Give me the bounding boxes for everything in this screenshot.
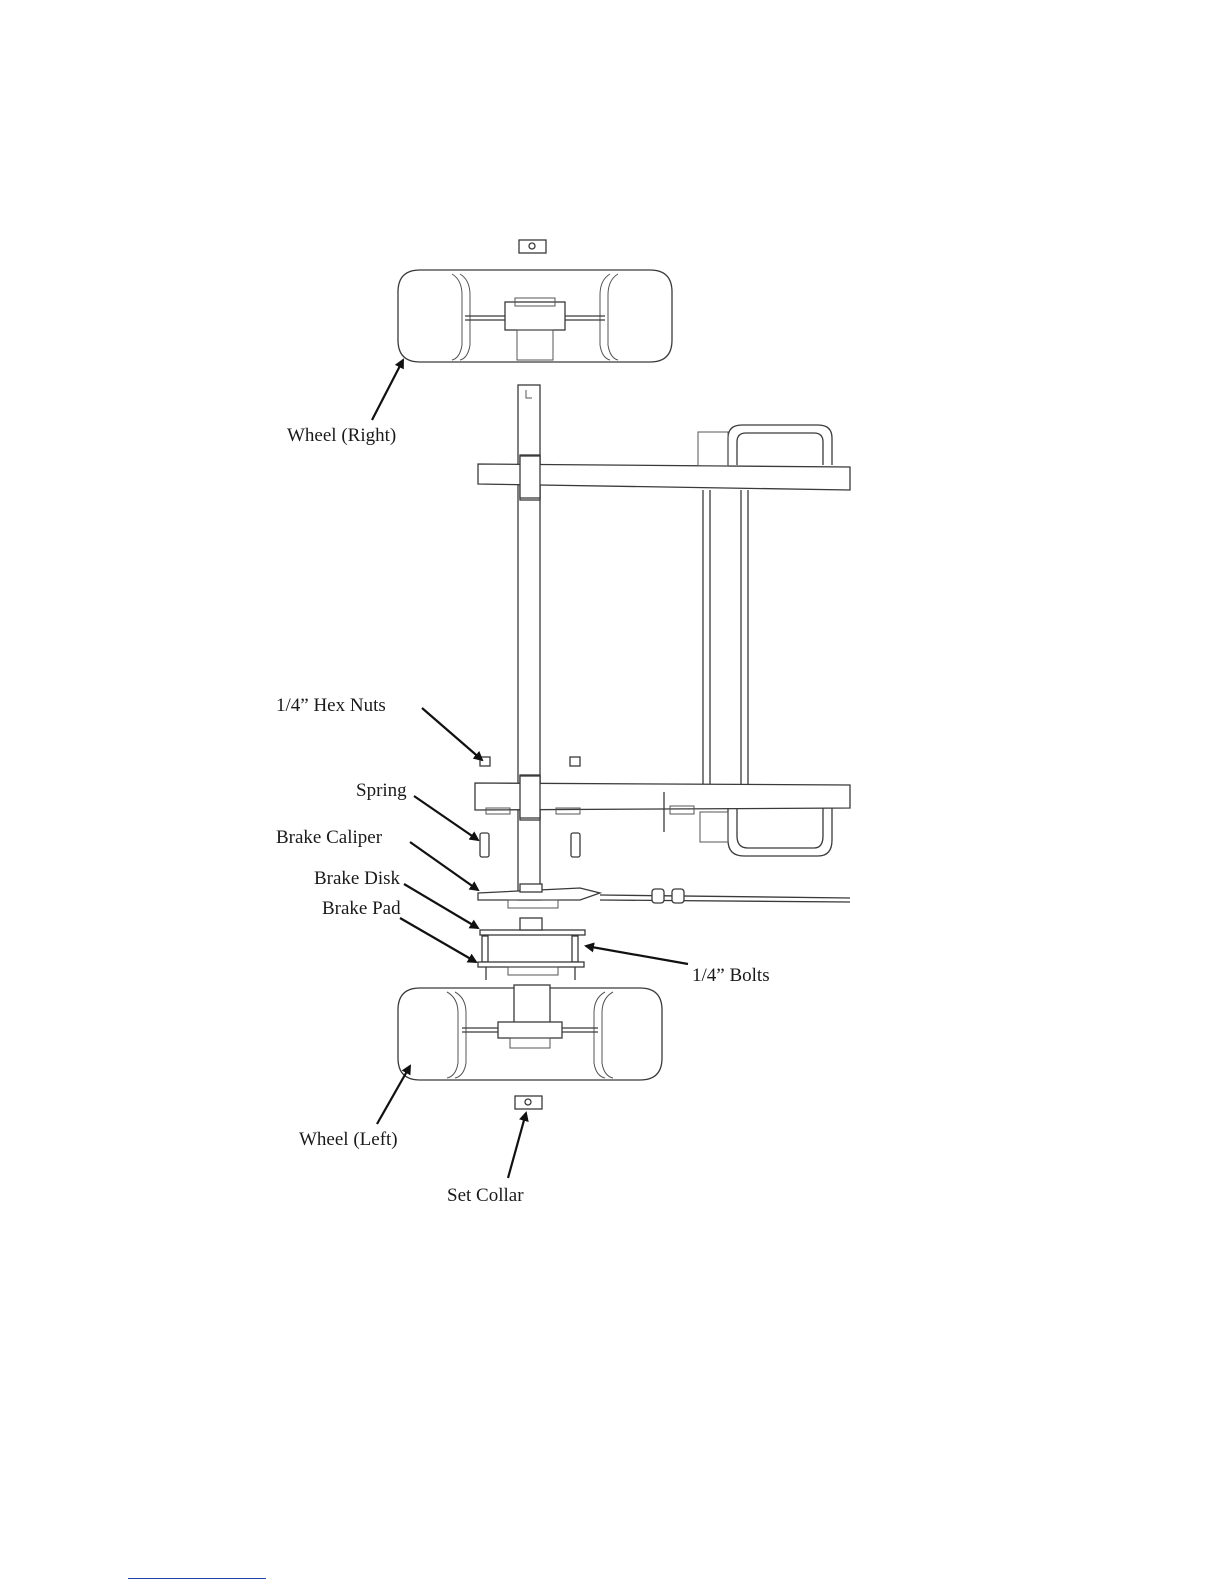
label-hex-nuts: 1/4” Hex Nuts (276, 696, 386, 715)
wheel-right-shape (398, 270, 672, 362)
label-brake-disk: Brake Disk (314, 869, 400, 888)
arrow-spring (414, 796, 478, 840)
arrow-wheel-left (377, 1066, 410, 1124)
handle-bottom (700, 808, 832, 856)
label-bolts: 1/4” Bolts (692, 966, 770, 985)
label-wheel-right: Wheel (Right) (287, 426, 396, 445)
arrow-brake-disk (404, 884, 478, 928)
label-wheel-left: Wheel (Left) (299, 1130, 398, 1149)
handle-top (698, 425, 832, 466)
arrow-set-collar (508, 1113, 526, 1178)
label-set-collar: Set Collar (447, 1186, 524, 1205)
brake-caliper-shape (478, 884, 850, 908)
set-collar-top (519, 240, 546, 253)
label-spring: Spring (356, 781, 407, 800)
arrow-brake-caliper (410, 842, 478, 890)
wheel-left-shape (398, 985, 662, 1080)
arrow-bolts (586, 946, 688, 964)
brake-pad-shape (478, 936, 584, 980)
frame-uprights (703, 490, 748, 785)
set-collar-bottom (515, 1096, 542, 1109)
frame-upper-rail (478, 456, 850, 498)
arrow-wheel-right (372, 360, 403, 420)
brake-disk-shape (480, 918, 585, 935)
arrow-brake-pad (400, 918, 476, 962)
label-brake-caliper: Brake Caliper (276, 828, 382, 847)
footer-rule (128, 1578, 266, 1579)
arrow-hex-nuts (422, 708, 482, 760)
label-brake-pad: Brake Pad (322, 899, 401, 918)
